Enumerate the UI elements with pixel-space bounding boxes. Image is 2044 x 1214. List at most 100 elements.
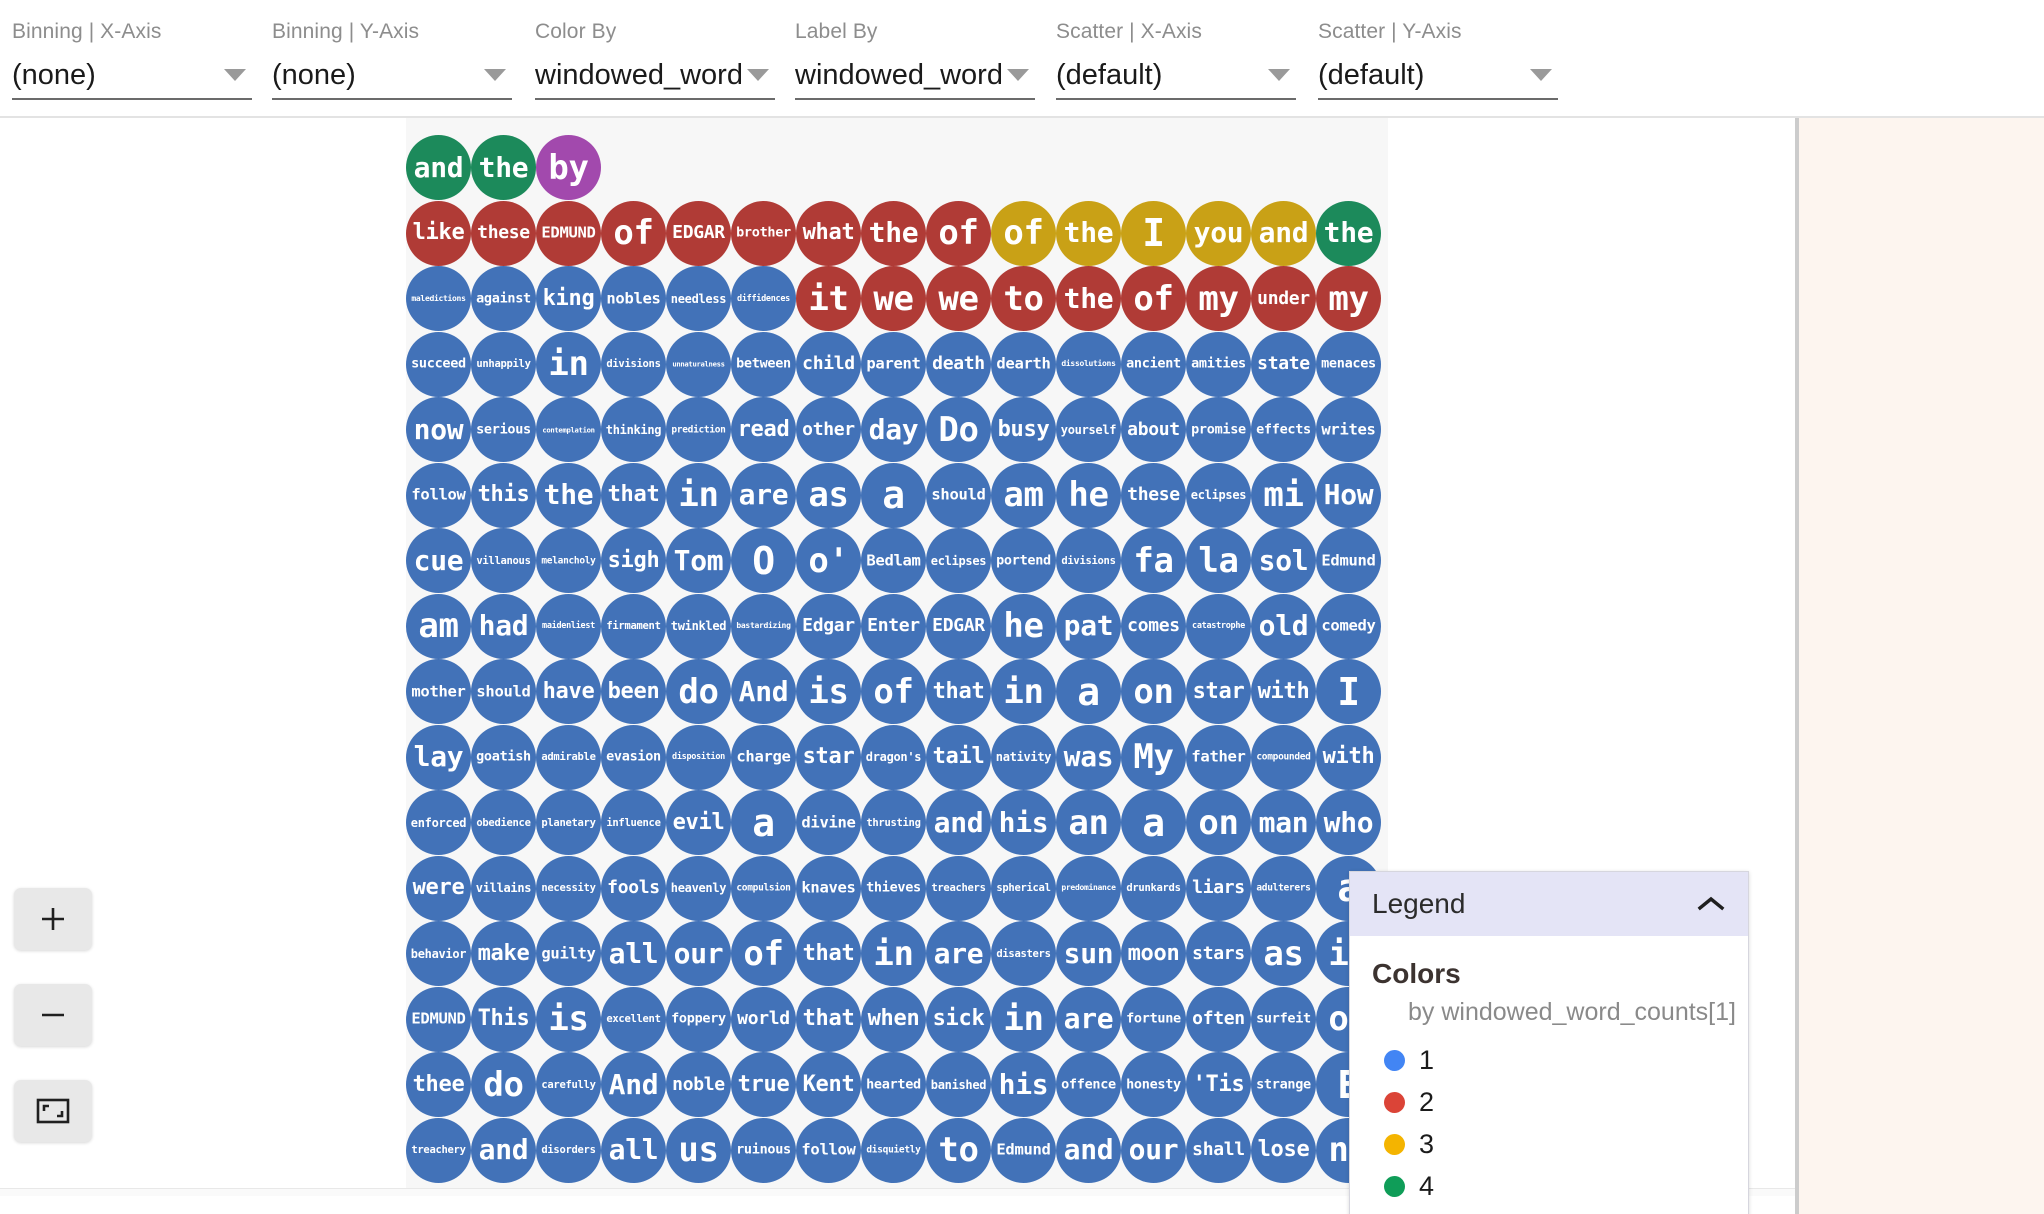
bubble-point[interactable]: ruinous	[731, 1117, 796, 1183]
bubble-point[interactable]: Do	[926, 397, 991, 462]
bubble-point[interactable]: by	[536, 135, 601, 200]
bubble-point[interactable]: thieves	[861, 855, 926, 921]
bubble-point[interactable]: behavior	[406, 921, 471, 986]
bubble-point[interactable]: under	[1251, 266, 1316, 331]
bubble-point[interactable]: and	[406, 135, 471, 200]
bubble-point[interactable]: effects	[1251, 397, 1316, 462]
bubble-point[interactable]: man	[1251, 790, 1316, 855]
bubble-point[interactable]: thinking	[601, 397, 666, 462]
bubble-point[interactable]: obedience	[471, 790, 536, 855]
bubble-point[interactable]: compulsion	[731, 855, 796, 921]
bubble-point[interactable]: stars	[1186, 921, 1251, 986]
bubble-point[interactable]: EDGAR	[926, 593, 991, 659]
bubble-point[interactable]: father	[1186, 724, 1251, 790]
bubble-point[interactable]: are	[926, 921, 991, 986]
bubble-point[interactable]: planetary	[536, 790, 601, 855]
bubble-point[interactable]: hearted	[861, 1052, 926, 1117]
bubble-point[interactable]: maidenliest	[536, 593, 601, 659]
bubble-point[interactable]: Edmund	[1316, 528, 1381, 593]
bubble-point[interactable]: divisions	[601, 331, 666, 397]
bubble-point[interactable]: promise	[1186, 397, 1251, 462]
bubble-point[interactable]: now	[406, 397, 471, 462]
bubble-point[interactable]: had	[471, 593, 536, 659]
bubble-point[interactable]: dearth	[991, 331, 1056, 397]
bubble-point[interactable]: like	[406, 200, 471, 266]
bubble-point[interactable]: the	[536, 462, 601, 528]
bubble-point[interactable]: comes	[1121, 593, 1186, 659]
bubble-point[interactable]: thee	[406, 1052, 471, 1117]
bubble-point[interactable]: true	[731, 1052, 796, 1117]
chevron-up-icon[interactable]	[1696, 895, 1726, 913]
bubble-point[interactable]: Tom	[666, 528, 731, 593]
bubble-point[interactable]: unhappily	[471, 331, 536, 397]
bubble-point[interactable]: Edmund	[991, 1117, 1056, 1183]
bubble-point[interactable]: and	[926, 790, 991, 855]
bubble-point[interactable]: moon	[1121, 921, 1186, 986]
bubble-point[interactable]: busy	[991, 397, 1056, 462]
bubble-point[interactable]: disasters	[991, 921, 1056, 986]
chevron-down-icon[interactable]	[224, 69, 246, 81]
bubble-point[interactable]: in	[991, 659, 1056, 724]
bubble-point[interactable]: to	[926, 1117, 991, 1183]
bubble-point[interactable]: parent	[861, 331, 926, 397]
legend-item[interactable]: 2	[1372, 1085, 1726, 1119]
bubble-point[interactable]: are	[1056, 986, 1121, 1052]
bubble-point[interactable]: do	[666, 659, 731, 724]
bubble-point[interactable]: all	[601, 1117, 666, 1183]
chevron-down-icon[interactable]	[747, 69, 769, 81]
bubble-point[interactable]: o'	[796, 528, 861, 593]
bubble-point[interactable]: necessity	[536, 855, 601, 921]
bubble-point[interactable]: you	[1186, 200, 1251, 266]
bubble-point[interactable]: follow	[796, 1117, 861, 1183]
chevron-down-icon[interactable]	[484, 69, 506, 81]
bubble-point[interactable]: prediction	[666, 397, 731, 462]
bubble-point[interactable]: serious	[471, 397, 536, 462]
binning-y-axis-select[interactable]: (none)	[272, 52, 512, 100]
bubble-point[interactable]: guilty	[536, 921, 601, 986]
bubble-point[interactable]: sick	[926, 986, 991, 1052]
bubble-point[interactable]: compounded	[1251, 724, 1316, 790]
bubble-point[interactable]: the	[1056, 200, 1121, 266]
legend-item[interactable]: 4	[1372, 1169, 1726, 1203]
bubble-point[interactable]: when	[861, 986, 926, 1052]
bubble-point[interactable]: follow	[406, 462, 471, 528]
bubble-point[interactable]: the	[1316, 200, 1381, 266]
bubble-point[interactable]: am	[991, 462, 1056, 528]
bubble-point[interactable]: all	[601, 921, 666, 986]
binning-x-axis-select[interactable]: (none)	[12, 52, 252, 100]
bubble-point[interactable]: bastardizing	[731, 593, 796, 659]
bubble-point[interactable]: child	[796, 331, 861, 397]
bubble-point[interactable]: tail	[926, 724, 991, 790]
bubble-point[interactable]: noble	[666, 1052, 731, 1117]
bubble-point[interactable]: cue	[406, 528, 471, 593]
bubble-point[interactable]: of	[861, 659, 926, 724]
bubble-point[interactable]: with	[1316, 724, 1381, 790]
color-by-select[interactable]: windowed_word_c	[535, 52, 775, 100]
bubble-point[interactable]: to	[991, 266, 1056, 331]
bubble-point[interactable]: fortune	[1121, 986, 1186, 1052]
bubble-point[interactable]: been	[601, 659, 666, 724]
bubble-point[interactable]: with	[1251, 659, 1316, 724]
bubble-point[interactable]: of	[1121, 266, 1186, 331]
bubble-point[interactable]: evasion	[601, 724, 666, 790]
bubble-point[interactable]: evil	[666, 790, 731, 855]
bubble-point[interactable]: I	[1121, 200, 1186, 266]
bubble-point[interactable]: in	[991, 986, 1056, 1052]
bubble-point[interactable]: carefully	[536, 1052, 601, 1117]
bubble-point[interactable]: brother	[731, 200, 796, 266]
bubble-point[interactable]: succeed	[406, 331, 471, 397]
bubble-point[interactable]: catastrophe	[1186, 593, 1251, 659]
bubble-point[interactable]: yourself	[1056, 397, 1121, 462]
bubble-point[interactable]: other	[796, 397, 861, 462]
bubble-point[interactable]: eclipses	[1186, 462, 1251, 528]
bubble-point[interactable]: king	[536, 266, 601, 331]
bubble-point[interactable]: villains	[471, 855, 536, 921]
bubble-point[interactable]: on	[1186, 790, 1251, 855]
bubble-point[interactable]: O	[731, 528, 796, 593]
bubble-point[interactable]: admirable	[536, 724, 601, 790]
bubble-point[interactable]: disposition	[666, 724, 731, 790]
bubble-point[interactable]: menaces	[1316, 331, 1381, 397]
legend-panel[interactable]: Legend Colors by windowed_word_counts[1]…	[1349, 871, 1749, 1214]
